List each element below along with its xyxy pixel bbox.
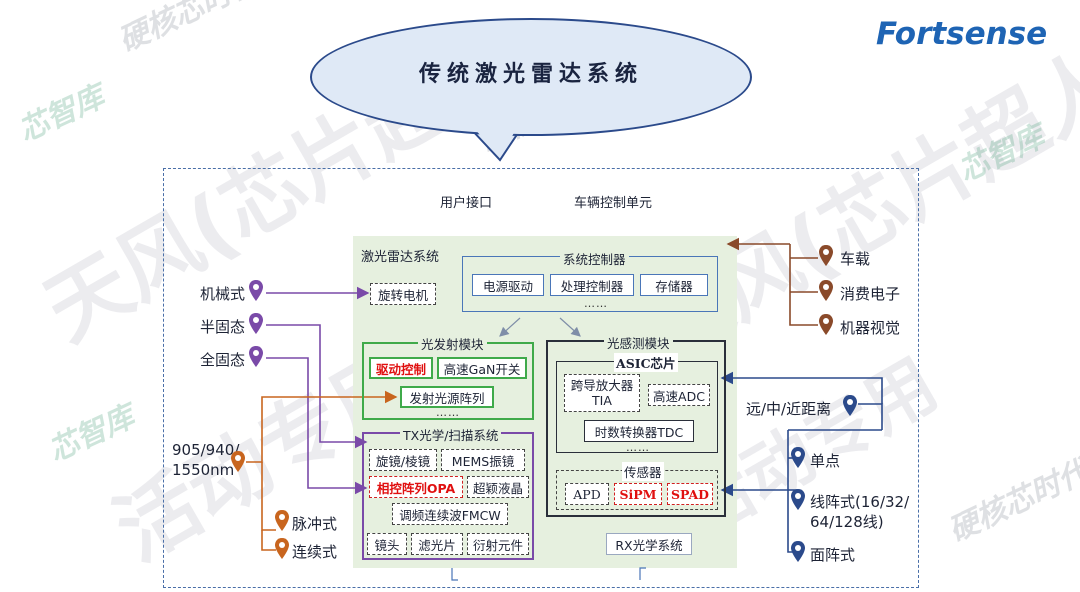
drive-control-box: 驱动控制 [369, 357, 433, 379]
pin-icon-wavelength [231, 451, 245, 472]
mems-mirror-box: MEMS振镜 [441, 449, 525, 471]
page-title: 传统激光雷达系统 [418, 62, 643, 87]
pin-icon-area-array [791, 541, 805, 562]
pin-icon-semi-solid [249, 313, 263, 334]
consumer-electronics-label: 消费电子 [840, 285, 901, 303]
tx-module-title: 光发射模块 [418, 334, 487, 353]
asic-more: …… [626, 441, 650, 454]
pin-icon-solid-state [249, 346, 263, 367]
mechanical-label: 机械式 [200, 285, 246, 303]
lidar-system-label: 激光雷达系统 [361, 250, 440, 265]
tx-optics-title: TX光学/扫描系统 [400, 425, 502, 444]
metasurface-lc-box: 超颖液晶 [467, 476, 529, 498]
fmcw-box: 调频连续波FMCW [392, 503, 508, 525]
brand-logo: Fortsense [876, 16, 1048, 52]
pin-icon-vehicle [819, 245, 833, 266]
area-array-label: 面阵式 [810, 546, 856, 564]
asic-title: ASIC芯片 [614, 353, 678, 372]
pin-icon-mechanical [249, 280, 263, 301]
rotating-mirror-box: 旋镜/棱镜 [369, 449, 437, 471]
apd-box: APD [565, 483, 609, 505]
processor-box: 处理控制器 [550, 274, 634, 296]
pin-icon-pulsed [275, 510, 289, 531]
tx-module-more: …… [436, 406, 460, 419]
solid-state-label: 全固态 [200, 351, 246, 369]
tia-box: 跨导放大器 TIA [564, 374, 640, 412]
rx-module-title: 光感测模块 [604, 333, 673, 352]
semi-solid-label: 半固态 [200, 318, 246, 336]
wavelength-label: 905/940/ 1550nm [172, 441, 240, 479]
vehicle-control-label: 车辆控制单元 [574, 196, 653, 211]
title-bubble [310, 18, 752, 136]
spad-box: SPAD [667, 483, 713, 505]
single-point-label: 单点 [810, 452, 841, 470]
rx-optics-box: RX光学系统 [606, 533, 692, 555]
diffractive-element-box: 衍射元件 [467, 533, 529, 555]
line-array-label: 线阵式(16/32/ 64/128线) [810, 493, 910, 531]
vehicle-label: 车载 [840, 250, 871, 268]
pin-icon-line-array [791, 489, 805, 510]
system-frame [163, 168, 919, 588]
system-controller-title: 系统控制器 [560, 249, 629, 268]
pin-icon-consumer [819, 280, 833, 301]
user-interface-label: 用户接口 [440, 196, 493, 211]
pin-icon-machine-vision [819, 314, 833, 335]
gan-switch-box: 高速GaN开关 [437, 357, 527, 379]
tdc-box: 时数转换器TDC [584, 420, 694, 442]
pin-icon-continuous [275, 538, 289, 559]
memory-box: 存储器 [640, 274, 708, 296]
laser-array-box: 发射光源阵列 [400, 386, 494, 408]
system-controller-more: …… [584, 297, 608, 310]
lens-box: 镜头 [367, 533, 407, 555]
adc-box: 高速ADC [648, 384, 710, 406]
machine-vision-label: 机器视觉 [840, 319, 901, 337]
range-label: 远/中/近距离 [746, 400, 832, 418]
sensor-title: 传感器 [622, 462, 664, 481]
continuous-label: 连续式 [292, 543, 338, 561]
pin-icon-single-point [791, 447, 805, 468]
sipm-box: SiPM [614, 483, 662, 505]
tia-label: 跨导放大器 TIA [570, 378, 634, 408]
pin-icon-range [843, 395, 857, 416]
filter-box: 滤光片 [411, 533, 463, 555]
rotary-motor-box: 旋转电机 [370, 283, 436, 305]
power-drive-box: 电源驱动 [472, 274, 544, 296]
opa-box: 相控阵列OPA [369, 476, 463, 498]
pulsed-label: 脉冲式 [292, 515, 338, 533]
